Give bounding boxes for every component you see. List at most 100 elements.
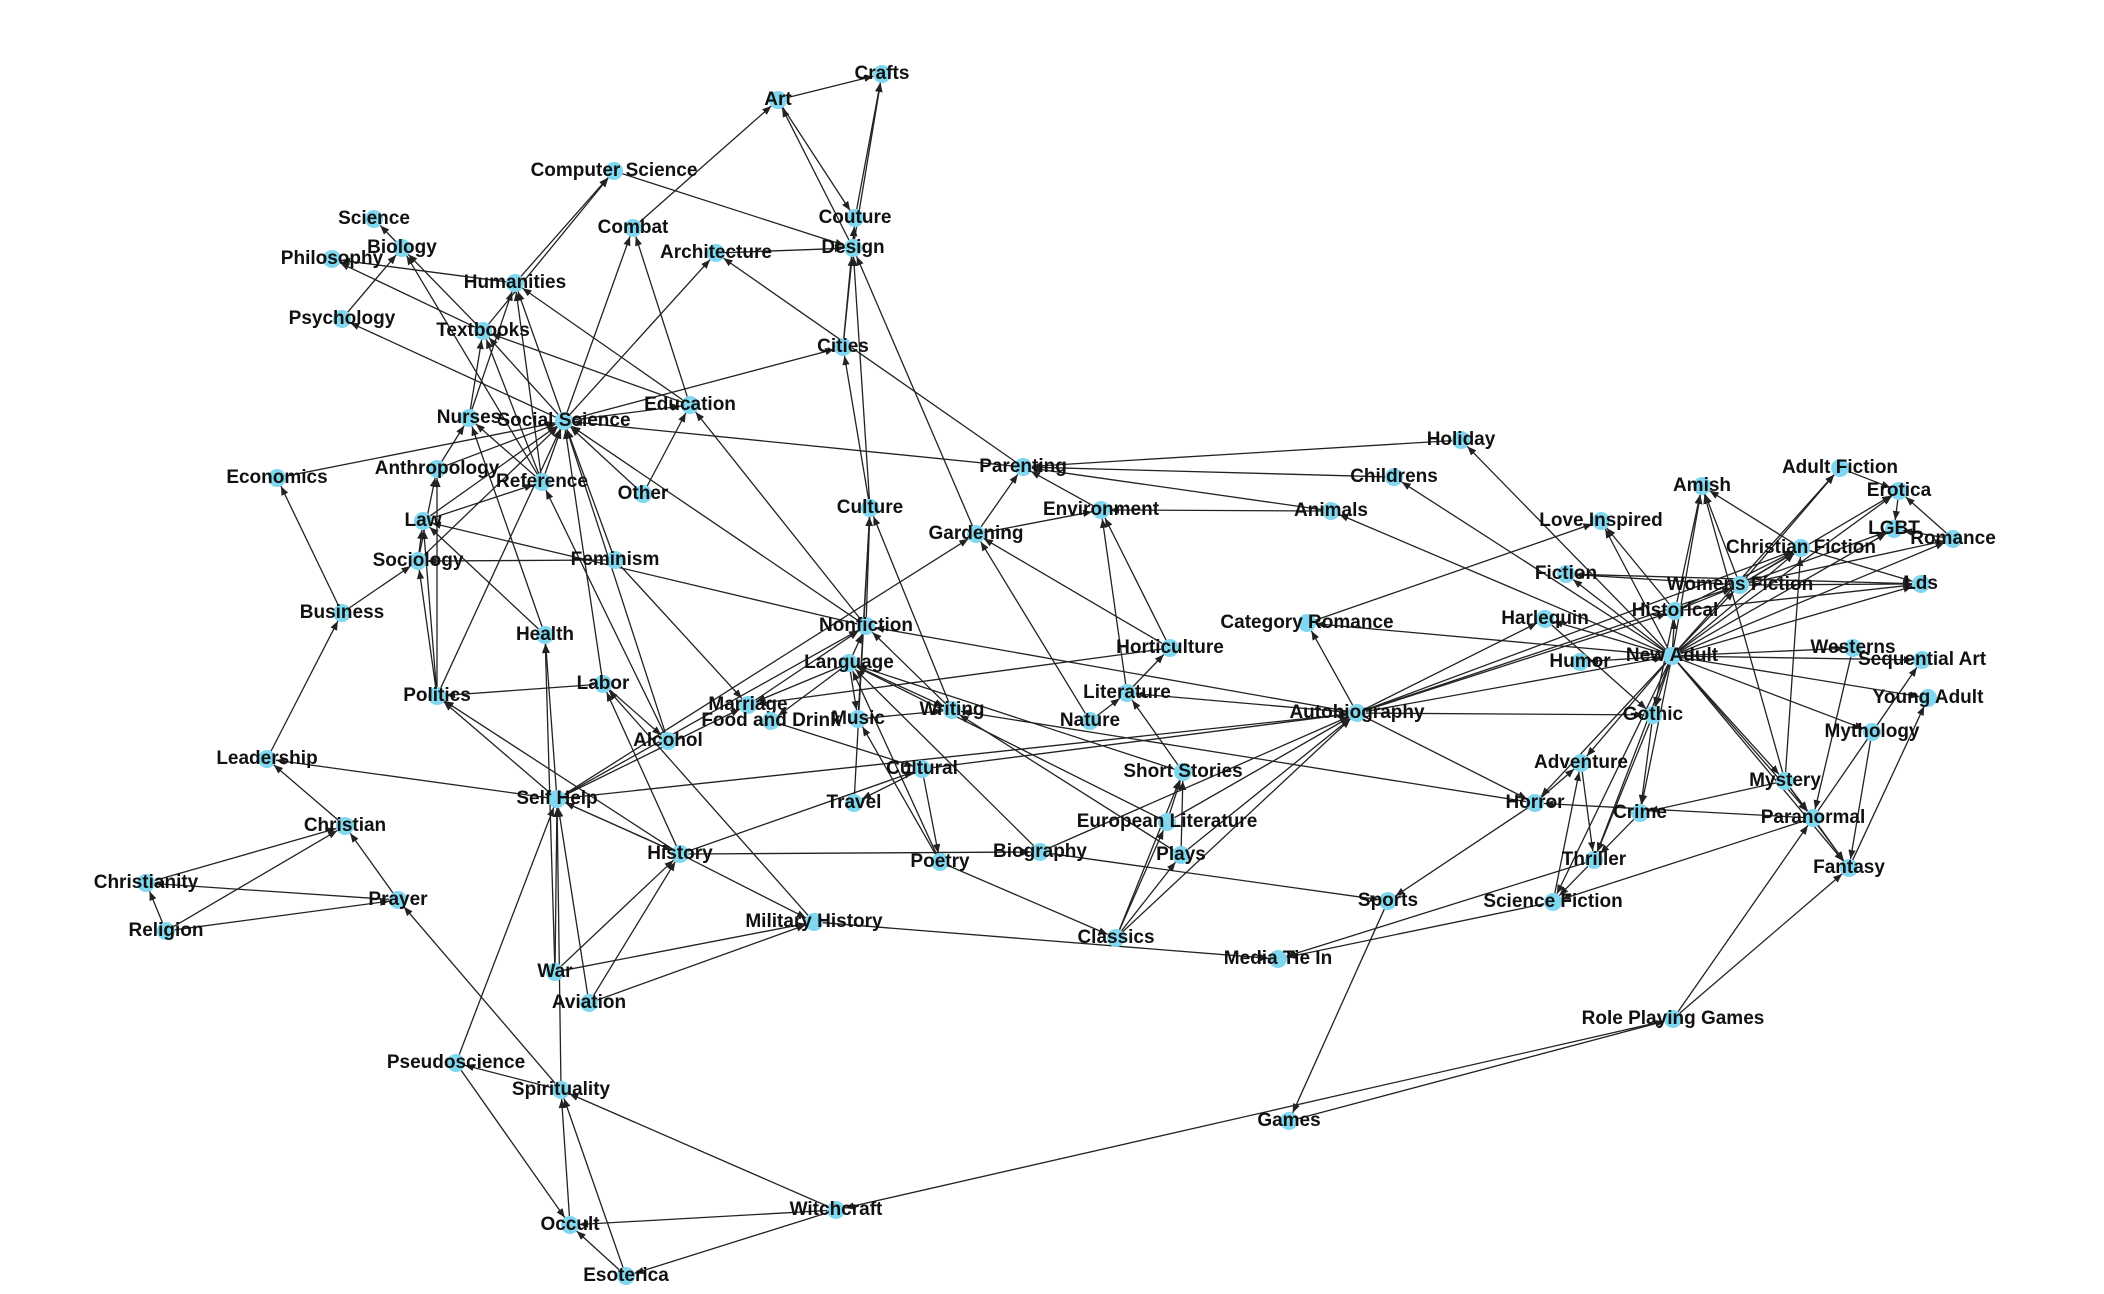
node-marker[interactable] [137,874,155,892]
node-marker[interactable] [1014,458,1032,476]
node-music[interactable]: Music [831,708,885,729]
node-sequential-art[interactable]: Sequential Art [1858,649,1987,670]
node-marker[interactable] [634,485,652,503]
node-marker[interactable] [506,274,524,292]
node-amish[interactable]: Amish [1673,475,1731,496]
node-marker[interactable] [546,963,564,981]
node-humor[interactable]: Humor [1549,651,1611,672]
node-marker[interactable] [336,817,354,835]
node-humanities[interactable]: Humanities [464,272,566,293]
node-mythology[interactable]: Mythology [1825,721,1920,742]
node-marker[interactable] [861,499,879,517]
node-marker[interactable] [157,922,175,940]
node-anthropology[interactable]: Anthropology [375,458,500,479]
node-marker[interactable] [1585,851,1603,869]
node-marker[interactable] [1885,520,1903,538]
node-architecture[interactable]: Architecture [660,242,772,263]
node-marker[interactable] [1840,859,1858,877]
node-gothic[interactable]: Gothic [1623,704,1684,725]
node-science-fiction[interactable]: Science Fiction [1483,891,1622,912]
node-marker[interactable] [1731,576,1749,594]
node-marker[interactable] [681,396,699,414]
node-alcohol[interactable]: Alcohol [633,730,703,751]
node-romance[interactable]: Romance [1910,528,1996,549]
node-marker[interactable] [365,210,383,228]
node-christianity[interactable]: Christianity [94,872,199,893]
node-marker[interactable] [1890,482,1908,500]
node-christian[interactable]: Christian [304,815,386,836]
node-esoterica[interactable]: Esoterica [583,1265,669,1286]
node-poetry[interactable]: Poetry [910,851,970,872]
node-marker[interactable] [1161,639,1179,657]
node-marker[interactable] [1280,1112,1298,1130]
node-law[interactable]: Law [405,510,442,531]
node-category-romance[interactable]: Category Romance [1220,612,1393,633]
node-business[interactable]: Business [300,602,384,623]
node-marker[interactable] [1913,651,1931,669]
node-marker[interactable] [769,91,787,109]
node-marker[interactable] [333,604,351,622]
node-war[interactable]: War [537,961,573,982]
node-combat[interactable]: Combat [598,217,669,238]
node-marker[interactable] [1452,431,1470,449]
node-marker[interactable] [1298,614,1316,632]
node-pseudoscience[interactable]: Pseudoscience [387,1052,525,1073]
node-holiday[interactable]: Holiday [1427,429,1496,450]
node-erotica[interactable]: Erotica [1867,480,1932,501]
node-literature[interactable]: Literature [1083,682,1171,703]
node-marker[interactable] [428,460,446,478]
node-marker[interactable] [857,617,875,635]
node-marker[interactable] [606,551,624,569]
node-witchcraft[interactable]: Witchcraft [790,1199,883,1220]
node-marker[interactable] [605,162,623,180]
node-autobiography[interactable]: Autobiography [1289,702,1425,723]
node-media-tie-in[interactable]: Media Tie In [1224,948,1332,969]
node-other[interactable]: Other [618,483,669,504]
node-parenting[interactable]: Parenting [979,456,1067,477]
node-travel[interactable]: Travel [827,792,882,813]
node-marker[interactable] [1269,950,1287,968]
node-marker[interactable] [617,1267,635,1285]
node-marker[interactable] [594,675,612,693]
node-christian-fiction[interactable]: Christian Fiction [1726,537,1876,558]
node-marker[interactable] [1804,809,1822,827]
node-marker[interactable] [1863,723,1881,741]
node-art[interactable]: Art [764,89,792,110]
node-marker[interactable] [1571,653,1589,671]
node-religion[interactable]: Religion [129,920,204,941]
node-european-literature[interactable]: European Literature [1077,811,1258,832]
node-classics[interactable]: Classics [1077,927,1154,948]
node-nature[interactable]: Nature [1060,710,1120,731]
node-nonfiction[interactable]: Nonfiction [819,615,913,636]
node-marker[interactable] [1031,843,1049,861]
node-marker[interactable] [834,338,852,356]
node-philosophy[interactable]: Philosophy [281,248,384,269]
node-occult[interactable]: Occult [540,1214,600,1235]
node-marker[interactable] [1172,846,1190,864]
node-marker[interactable] [323,250,341,268]
node-marker[interactable] [739,696,757,714]
node-labor[interactable]: Labor [577,673,630,694]
node-marker[interactable] [536,626,554,644]
node-fiction[interactable]: Fiction [1535,563,1597,584]
node-marker[interactable] [873,65,891,83]
node-marker[interactable] [762,712,780,730]
node-marker[interactable] [1919,689,1937,707]
node-adult-fiction[interactable]: Adult Fiction [1782,457,1898,478]
node-design[interactable]: Design [821,237,884,258]
node-marker[interactable] [1631,804,1649,822]
node-aviation[interactable]: Aviation [552,992,626,1013]
node-new-adult[interactable]: New Adult [1626,645,1719,666]
node-marker[interactable] [1385,468,1403,486]
node-marker[interactable] [707,244,725,262]
node-marker[interactable] [1379,892,1397,910]
node-marker[interactable] [659,732,677,750]
node-marker[interactable] [460,409,478,427]
node-spirituality[interactable]: Spirituality [512,1079,611,1100]
node-marker[interactable] [393,239,411,257]
node-love-inspired[interactable]: Love Inspired [1539,510,1663,531]
node-marker[interactable] [913,760,931,778]
node-marker[interactable] [268,469,286,487]
node-marker[interactable] [561,1216,579,1234]
node-marker[interactable] [1776,772,1794,790]
